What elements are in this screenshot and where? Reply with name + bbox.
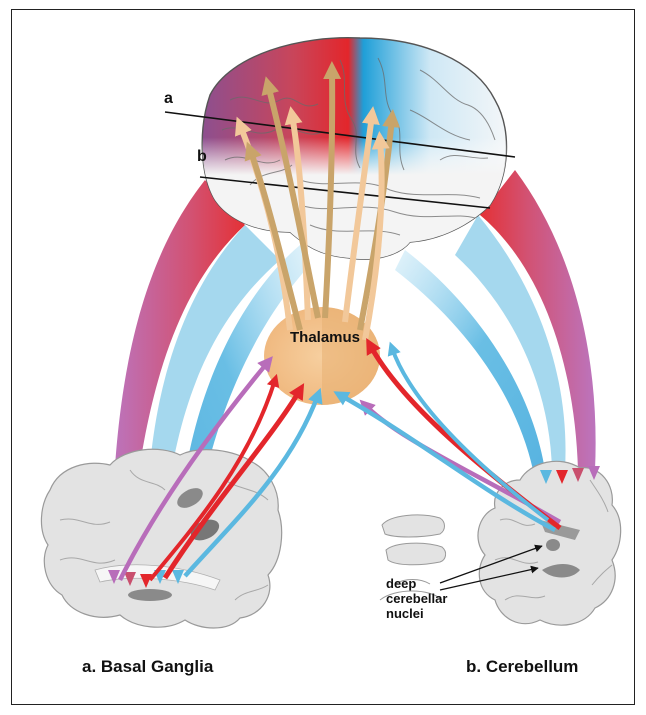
nuclei-label-line2: cerebellar — [386, 591, 447, 606]
section-marker-b: b — [197, 148, 207, 166]
nuclei-label-line3: nuclei — [386, 606, 424, 621]
section-marker-a: a — [164, 90, 173, 108]
basal-ganglia-section — [41, 449, 281, 628]
caption-cerebellum: b. Cerebellum — [466, 657, 578, 677]
brainstem-slices — [382, 515, 446, 565]
nuclei-label-line1: deep — [386, 576, 416, 591]
dentate-nucleus — [546, 539, 560, 551]
caption-basal-ganglia: a. Basal Ganglia — [82, 657, 213, 677]
thalamus-label: Thalamus — [290, 329, 360, 346]
